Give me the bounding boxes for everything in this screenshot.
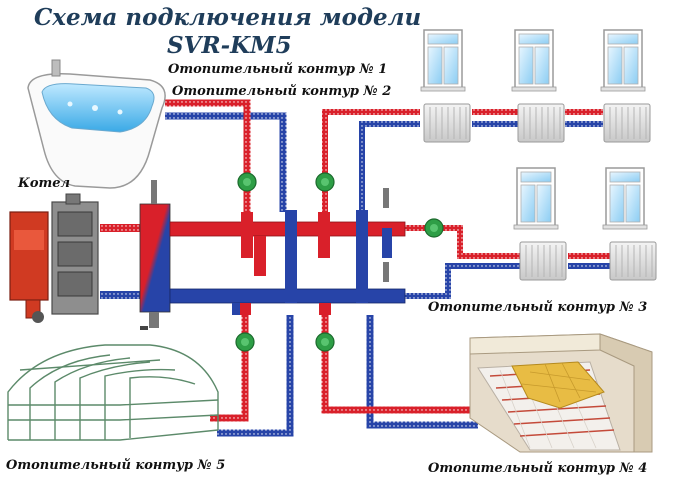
radiator-icon xyxy=(519,241,567,281)
greenhouse-icon xyxy=(7,344,219,441)
underfloor-heating-icon xyxy=(469,333,653,453)
pump-icon xyxy=(237,172,257,192)
window-icon xyxy=(511,29,557,92)
radiator-icon xyxy=(603,103,651,143)
label-circuit-4: Отопительный контур № 4 xyxy=(428,461,648,476)
label-circuit-3: Отопительный контур № 3 xyxy=(428,300,648,315)
collector-manifold xyxy=(169,188,406,315)
hydraulic-separator xyxy=(139,180,171,330)
window-icon xyxy=(600,29,646,92)
model-name: SVR-KM5 xyxy=(167,32,292,59)
bathtub-icon xyxy=(27,59,166,189)
pump-icon xyxy=(424,218,444,238)
label-boiler: Котел xyxy=(18,176,71,191)
window-icon xyxy=(602,167,648,230)
label-circuit-2: Отопительный контур № 2 xyxy=(172,84,392,99)
label-circuit-5: Отопительный контур № 5 xyxy=(6,458,226,473)
radiator-icon xyxy=(609,241,657,281)
radiator-icon xyxy=(517,103,565,143)
radiator-icon xyxy=(423,103,471,143)
label-circuit-1: Отопительный контур № 1 xyxy=(168,62,388,77)
diagram-title: Схема подключения модели xyxy=(34,4,422,31)
return-pipes xyxy=(100,112,612,437)
window-icon xyxy=(420,29,466,92)
pump-icon xyxy=(315,172,335,192)
pump-icon xyxy=(315,332,335,352)
pump-icon xyxy=(235,332,255,352)
window-icon xyxy=(513,167,559,230)
boiler-icon xyxy=(9,193,99,323)
